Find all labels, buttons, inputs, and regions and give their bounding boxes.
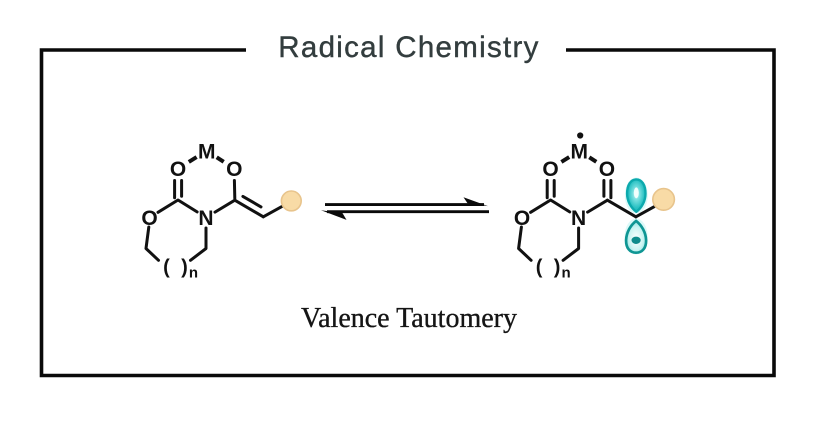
- svg-text:N: N: [198, 207, 213, 230]
- svg-text:): ): [554, 257, 561, 279]
- svg-text:Valence Tautomery: Valence Tautomery: [301, 303, 517, 334]
- svg-text:(: (: [536, 257, 543, 279]
- svg-text:(: (: [163, 257, 170, 279]
- svg-text:N: N: [571, 207, 586, 230]
- svg-text:O: O: [599, 158, 615, 181]
- svg-text:O: O: [542, 158, 558, 181]
- svg-text:n: n: [189, 265, 198, 282]
- svg-text:): ): [181, 257, 188, 279]
- svg-text:n: n: [562, 265, 571, 282]
- svg-text:M: M: [571, 141, 589, 164]
- svg-text:O: O: [170, 158, 186, 181]
- svg-text:O: O: [514, 207, 530, 230]
- svg-text:M: M: [198, 141, 216, 164]
- svg-text:O: O: [226, 158, 242, 181]
- svg-text:O: O: [141, 207, 157, 230]
- svg-text:Radical Chemistry: Radical Chemistry: [278, 31, 539, 64]
